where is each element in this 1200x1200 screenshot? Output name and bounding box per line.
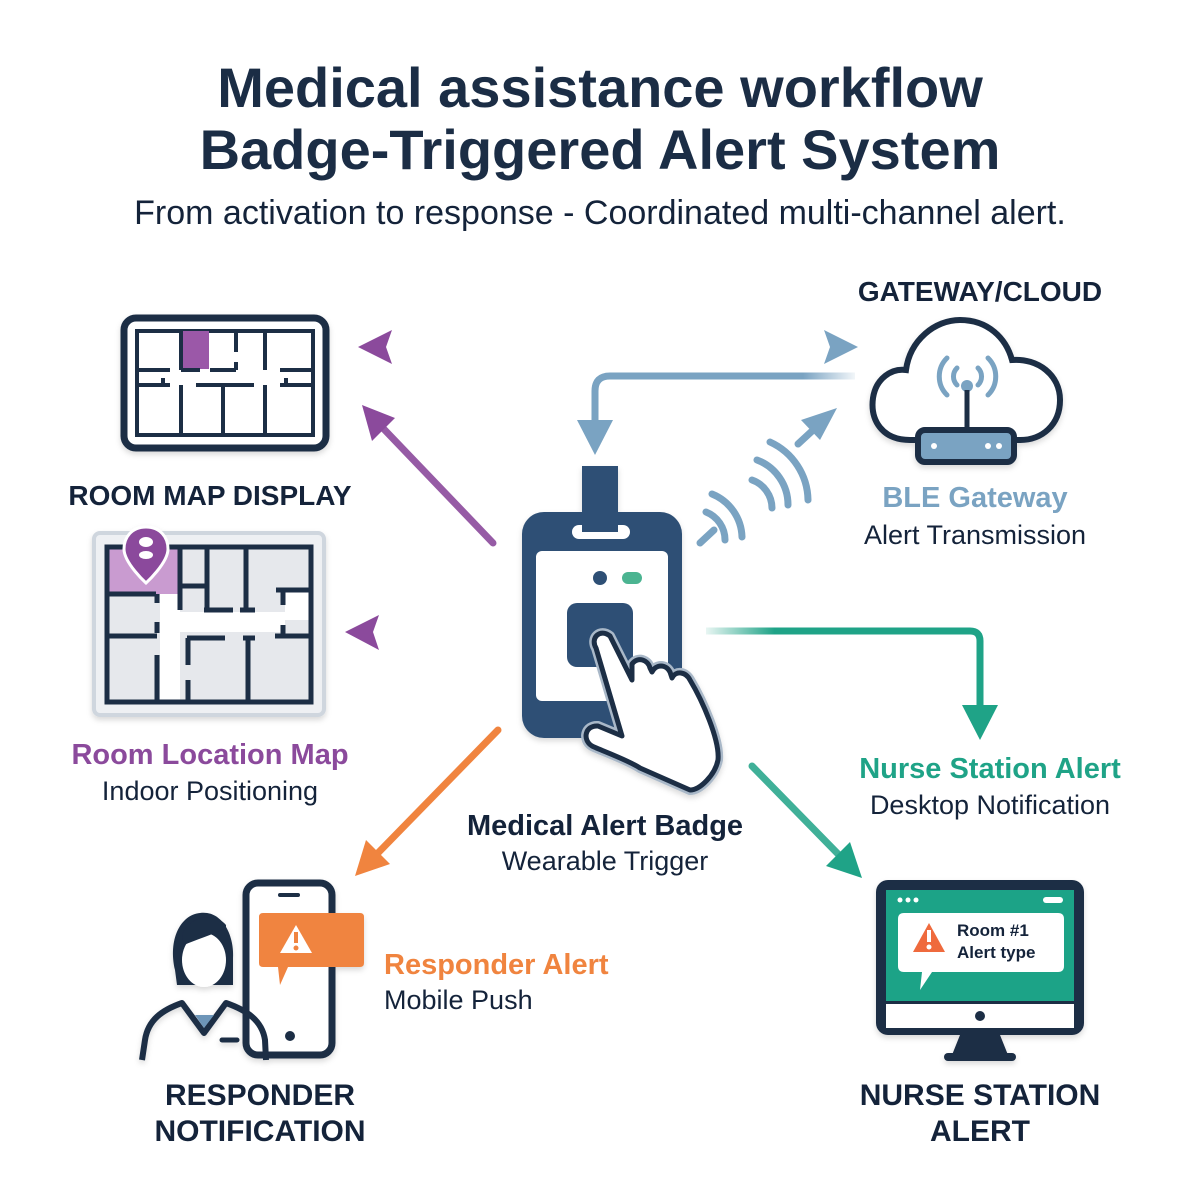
arrow-map-gateway <box>358 330 858 364</box>
monitor-alert-type: Alert type <box>957 943 1036 962</box>
arrow-badge-monitor <box>748 762 862 878</box>
responder-notification-heading: RESPONDER NOTIFICATION <box>110 1078 410 1150</box>
arrow-wireless-badge-gateway <box>696 408 837 547</box>
monitor-alert-text: Room #1 Alert type <box>957 920 1035 964</box>
room-location-subtitle: Indoor Positioning <box>101 776 319 806</box>
room-map-display-heading: ROOM MAP DISPLAY <box>68 480 352 511</box>
nurse-station-title: Nurse Station Alert <box>859 753 1121 785</box>
badge-press-icon <box>522 466 724 795</box>
nurse-station-heading: NURSE STATION ALERT <box>820 1078 1140 1150</box>
responder-phone-icon <box>139 879 364 1061</box>
arrow-badge-map-display <box>362 405 497 547</box>
title-line-2: Badge-Triggered Alert System <box>199 118 1001 181</box>
responder-heading-line-2: NOTIFICATION <box>154 1115 366 1148</box>
nurse-heading-line-1: NURSE STATION <box>859 1079 1101 1112</box>
subtitle: From activation to response - Coordinate… <box>134 194 1066 232</box>
arrow-badge-location-map <box>345 615 500 650</box>
floor-plan-icon <box>120 314 330 452</box>
monitor-room-label: Room #1 <box>957 921 1029 940</box>
room-location-title: Room Location Map <box>71 739 349 771</box>
responder-alert-title: Responder Alert <box>384 949 609 981</box>
arrow-badge-responder <box>355 726 502 876</box>
arrow-gateway-badge <box>577 372 855 455</box>
monitor-alert-icon <box>876 880 1084 1061</box>
arrow-badge-nurse-station <box>706 627 998 740</box>
ble-gateway-subtitle: Alert Transmission <box>863 520 1087 550</box>
ble-gateway-title: BLE Gateway <box>882 482 1068 514</box>
gateway-cloud-heading: GATEWAY/CLOUD <box>857 276 1103 307</box>
cloud-router-icon <box>869 316 1064 465</box>
badge-subtitle: Wearable Trigger <box>501 846 709 876</box>
nurse-station-subtitle: Desktop Notification <box>869 790 1111 820</box>
location-pin-map-icon <box>92 525 326 717</box>
nurse-heading-line-2: ALERT <box>930 1115 1030 1148</box>
responder-heading-line-1: RESPONDER <box>164 1079 356 1112</box>
responder-alert-subtitle: Mobile Push <box>384 985 533 1015</box>
title-line-1: Medical assistance workflow <box>217 56 983 119</box>
badge-title: Medical Alert Badge <box>466 810 744 842</box>
